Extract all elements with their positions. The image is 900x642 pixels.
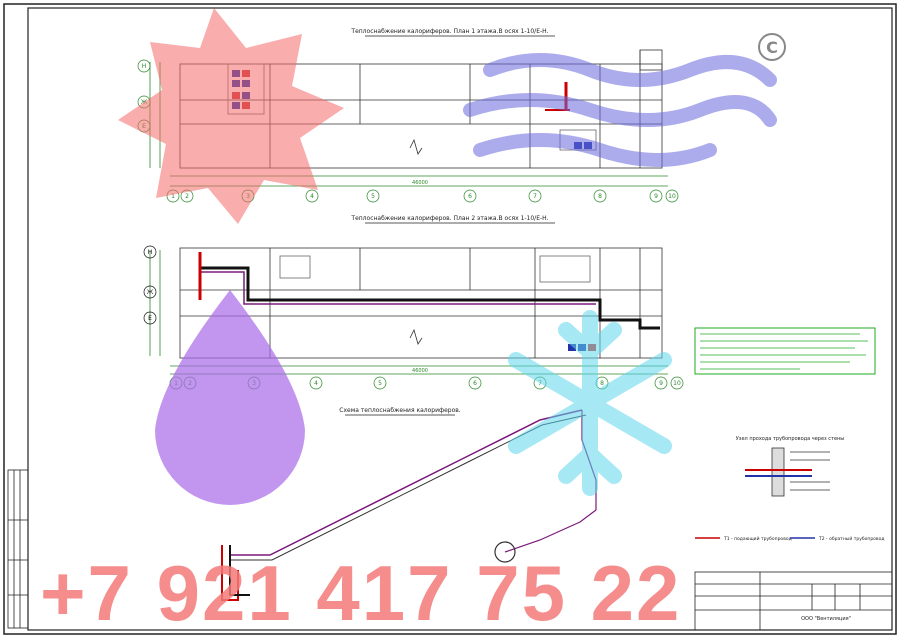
plan1-title: Теплоснабжение калориферов. План 1 этажа… <box>350 28 548 35</box>
detail-title: Узел прохода трубопровода через стены <box>736 436 845 442</box>
side-stamp <box>7 469 29 629</box>
svg-text:Н: Н <box>142 63 147 70</box>
purple-drop-icon <box>155 290 305 505</box>
plan2-axis-letters: Н Ж Е <box>143 245 157 325</box>
svg-text:6: 6 <box>468 193 472 200</box>
title-block <box>694 571 893 631</box>
scheme-title: Схема теплоснабжения калориферов. <box>339 407 461 414</box>
expansion-tank-icon <box>494 541 516 563</box>
phone-watermark: +7 921 417 75 22 <box>40 549 682 637</box>
svg-text:7: 7 <box>533 193 537 200</box>
svg-text:Н: Н <box>148 249 153 256</box>
svg-text:10: 10 <box>673 380 681 387</box>
copyright-icon: C <box>758 33 786 61</box>
plan2-title: Теплоснабжение калориферов. План 2 этажа… <box>350 215 548 222</box>
svg-text:8: 8 <box>600 380 604 387</box>
svg-text:Т2 - обратный трубопровод: Т2 - обратный трубопровод <box>818 535 884 542</box>
blue-waves-icon <box>463 53 777 167</box>
inner-frame <box>27 7 893 631</box>
red-star-icon <box>118 8 344 224</box>
svg-text:Т1 - подающий трубопровод: Т1 - подающий трубопровод <box>723 535 792 542</box>
legend: Т1 - подающий трубопровод Т2 - обратный … <box>695 535 884 542</box>
svg-text:1: 1 <box>171 193 175 200</box>
svg-text:6: 6 <box>473 380 477 387</box>
notes-box <box>694 327 876 375</box>
sheet-frame <box>3 3 897 635</box>
svg-text:4: 4 <box>314 380 318 387</box>
svg-text:5: 5 <box>378 380 382 387</box>
svg-text:7: 7 <box>538 380 542 387</box>
svg-text:10: 10 <box>668 193 676 200</box>
plan2-pipeline <box>198 252 660 330</box>
wall-passage-detail <box>745 447 830 497</box>
svg-text:Ж: Ж <box>147 289 154 296</box>
svg-text:2: 2 <box>185 193 189 200</box>
svg-text:5: 5 <box>371 193 375 200</box>
svg-text:8: 8 <box>598 193 602 200</box>
svg-text:Е: Е <box>148 315 152 322</box>
snowflake-icon <box>508 310 672 496</box>
svg-text:9: 9 <box>654 193 658 200</box>
plan2-total-dim: 46000 <box>412 368 428 374</box>
svg-text:4: 4 <box>310 193 314 200</box>
svg-text:9: 9 <box>659 380 663 387</box>
plan1-total-dim: 46000 <box>412 180 428 186</box>
svg-text:C: C <box>766 38 778 57</box>
company-name: ООО "Вентиляция" <box>801 616 851 622</box>
